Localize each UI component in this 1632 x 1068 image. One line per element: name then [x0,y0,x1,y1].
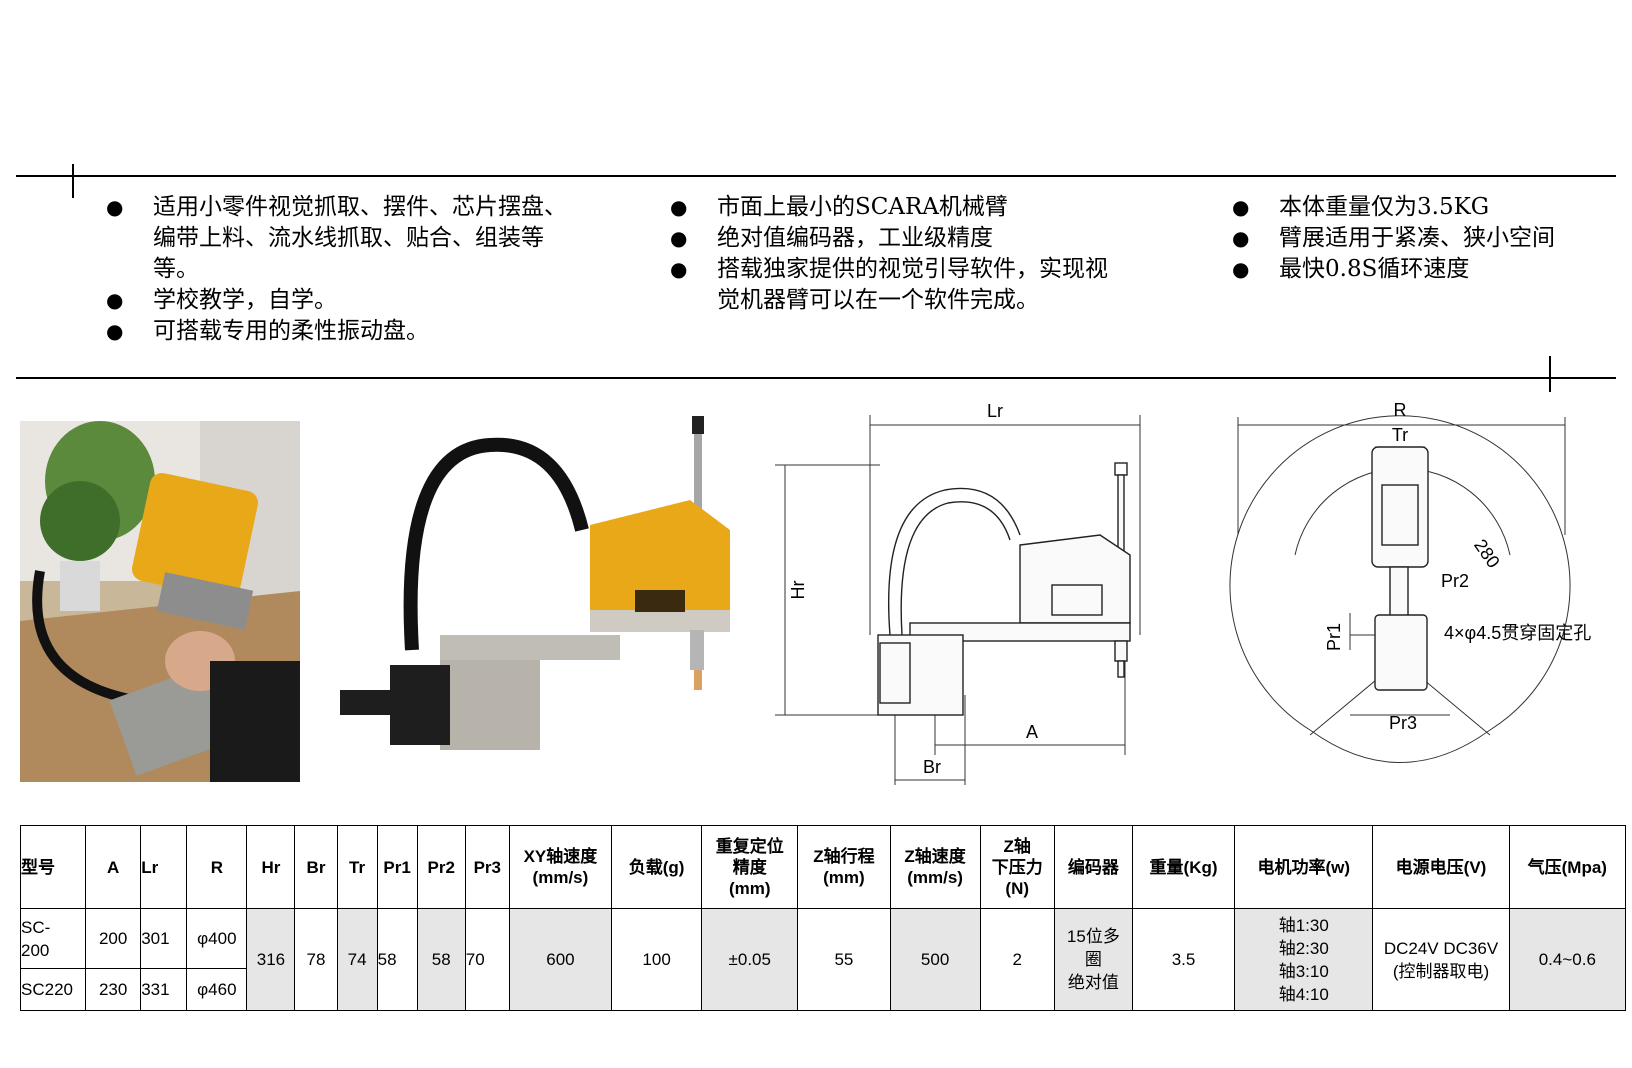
dim-label-tr: Tr [1392,425,1408,445]
feature-item: ●最快0.8S循环速度 [1232,256,1470,282]
robot-render [340,410,750,780]
cell-r: φ460 [186,968,248,1011]
middle-divider-tick [1549,356,1551,392]
feature-item: ●本体重量仅为3.5KG [1232,194,1490,220]
col-header: Pr2 [416,825,466,909]
cell-air: 0.4~0.6 [1508,908,1627,1011]
col-header: Pr1 [376,825,418,909]
dim-label-r: R [1394,400,1407,420]
col-header: 型号 [19,825,87,909]
cell-voltage: DC24V DC36V (控制器取电) [1372,908,1510,1011]
feature-item: ●臂展适用于紧凑、狭小空间 [1232,225,1555,251]
col-header: Z轴行程 (mm) [797,825,891,909]
cell-model: SC220 [19,968,87,1011]
cell-model: SC- 200 [19,908,87,969]
middle-divider [16,377,1616,379]
dim-label-280: 280 [1470,536,1504,572]
dim-label-pr1: Pr1 [1324,623,1344,651]
cell-a: 200 [85,908,142,969]
cell-motor: 轴1:30 轴2:30 轴3:10 轴4:10 [1234,908,1374,1011]
cell-z-speed: 500 [889,908,981,1011]
col-header: 电机功率(w) [1234,825,1374,909]
side-view-drawing: Lr Hr A Br [770,395,1150,785]
col-header: R [186,825,248,909]
col-header: Tr [336,825,378,909]
dim-label-pr2: Pr2 [1441,571,1469,591]
feature-item: ●学校教学，自学。 [106,287,337,313]
col-header: Lr [140,825,188,909]
dim-label-a: A [1026,722,1038,742]
table-row: SC220 230 331 φ460 [19,968,1626,1011]
top-view-svg: R Tr 280 Pr2 Pr1 Pr3 4×φ4.5贯穿固定孔 [1229,400,1591,763]
col-header: Z轴 下压力 (N) [979,825,1055,909]
col-header: 编码器 [1053,825,1133,909]
dim-label-lr: Lr [987,401,1003,421]
col-header: 重复定位 精度 (mm) [701,825,799,909]
col-header: Hr [246,825,296,909]
cell-a: 230 [85,968,142,1011]
cell-lr: 331 [140,968,188,1011]
col-header: 气压(Mpa) [1508,825,1627,909]
cell-lr: 301 [140,908,188,969]
cell-weight: 3.5 [1131,908,1236,1011]
product-photo-illustration [20,421,300,782]
col-header: 重量(Kg) [1131,825,1236,909]
cell-pr3: 70 [464,908,510,1011]
side-view-svg: Lr Hr A Br [775,401,1141,785]
cell-pr1: 58 [376,908,418,1011]
cell-repeat: ±0.05 [701,908,799,1011]
col-header: Z轴速度 (mm/s) [889,825,981,909]
col-header: XY轴速度 (mm/s) [508,825,613,909]
feature-item: ●市面上最小的SCARA机械臂 [670,194,1008,220]
col-header: Pr3 [464,825,510,909]
feature-item: ●可搭载专用的柔性振动盘。 [106,318,429,344]
cell-tr: 74 [336,908,378,1011]
feature-item: ●绝对值编码器，工业级精度 [670,225,993,251]
col-header: Br [294,825,338,909]
feature-list-2: ●市面上最小的SCARA机械臂 ●绝对值编码器，工业级精度 ●搭载独家提供的视觉… [670,192,1130,316]
col-header: A [85,825,142,909]
col-header: 电源电压(V) [1372,825,1510,909]
cell-load: 100 [611,908,703,1011]
feature-list-3: ●本体重量仅为3.5KG ●臂展适用于紧凑、狭小空间 ●最快0.8S循环速度 [1232,192,1622,285]
top-divider-tick [72,164,74,198]
table-header-row: 型号 A Lr R Hr Br Tr Pr1 Pr2 Pr3 XY轴速度 (mm… [19,825,1627,909]
spec-table: 型号 A Lr R Hr Br Tr Pr1 Pr2 Pr3 XY轴速度 (mm… [19,825,1627,1011]
cell-pr2: 58 [416,908,466,1011]
cell-z-force: 2 [979,908,1055,1011]
cell-xy-speed: 600 [508,908,613,1011]
dim-label-hr: Hr [788,581,808,600]
feature-item: ●搭载独家提供的视觉引导软件，实现视觉机器臂可以在一个软件完成。 [670,256,1108,313]
product-photo [20,421,300,782]
feature-item: ●适用小零件视觉抓取、摆件、芯片摆盘、编带上料、流水线抓取、贴合、组装等等。 [106,194,567,282]
table-row: SC- 200 200 301 φ400 316 78 74 58 58 70 … [19,908,1627,1011]
dim-label-holes: 4×φ4.5贯穿固定孔 [1444,623,1591,643]
cell-z-stroke: 55 [797,908,891,1011]
dim-label-br: Br [923,757,941,777]
cell-r: φ400 [186,908,248,969]
col-header: 负载(g) [611,825,703,909]
feature-list-1: ●适用小零件视觉抓取、摆件、芯片摆盘、编带上料、流水线抓取、贴合、组装等等。 ●… [106,192,576,347]
robot-render-illustration [340,416,730,750]
top-view-drawing: R Tr 280 Pr2 Pr1 Pr3 4×φ4.5贯穿固定孔 [1220,395,1625,780]
cell-encoder: 15位多 圈 绝对值 [1053,908,1133,1011]
cell-br: 78 [294,908,338,1011]
top-divider [16,175,1616,177]
dim-label-pr3: Pr3 [1389,713,1417,733]
cell-hr: 316 [246,908,296,1011]
